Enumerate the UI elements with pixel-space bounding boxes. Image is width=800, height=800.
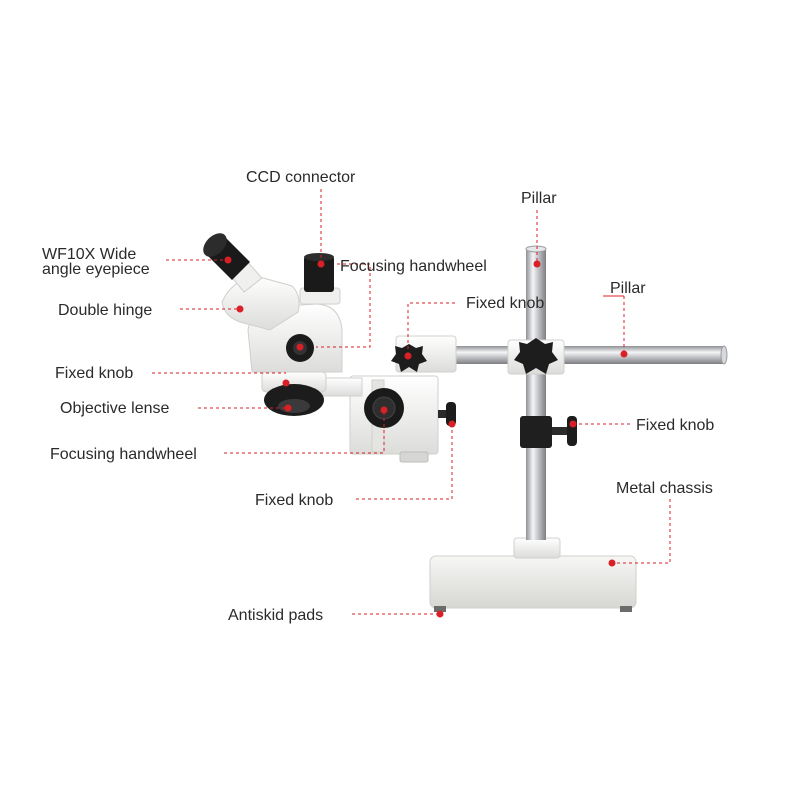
pillar-collar bbox=[520, 416, 552, 448]
leader-focusing-handwheel-top bbox=[316, 263, 371, 348]
pillar-socket bbox=[513, 537, 561, 559]
label-pillar-vertical: Pillar bbox=[521, 190, 557, 207]
label-pillar-horizontal: Pillar bbox=[610, 280, 646, 297]
head-arm bbox=[321, 377, 363, 397]
label-fixed-knob-left: Fixed knob bbox=[55, 365, 133, 382]
side-knob-stem bbox=[438, 410, 450, 418]
markers bbox=[224, 256, 628, 618]
marker-pillar-vertical bbox=[533, 260, 541, 268]
arm-end-cap bbox=[720, 345, 728, 365]
leader-metal-chassis bbox=[612, 499, 671, 564]
collar-knob-grip bbox=[567, 416, 577, 446]
marker-objective-lense bbox=[284, 404, 292, 412]
label-double-hinge: Double hinge bbox=[58, 302, 152, 319]
antiskid-pad-right bbox=[620, 606, 632, 612]
side-knob-grip bbox=[446, 402, 456, 426]
antiskid-pad-left bbox=[434, 606, 446, 612]
label-eyepiece-line2: angle eyepiece bbox=[42, 261, 150, 278]
label-fixed-knob-top: Fixed knob bbox=[466, 295, 544, 312]
label-objective-lense: Objective lense bbox=[60, 400, 169, 417]
marker-eyepiece bbox=[224, 256, 232, 264]
metal-chassis-base bbox=[429, 555, 637, 609]
cross-knob bbox=[514, 338, 558, 374]
label-eyepiece-line1: WF10X Wide bbox=[42, 246, 136, 263]
label-focusing-handwheel-bottom: Focusing handwheel bbox=[50, 446, 197, 463]
ccd-connector-top bbox=[304, 253, 334, 261]
marker-fixed-knob-top bbox=[404, 352, 412, 360]
marker-ccd-connector bbox=[317, 260, 325, 268]
marker-focusing-handwheel-bottom bbox=[380, 406, 388, 414]
label-antiskid-pads: Antiskid pads bbox=[228, 607, 323, 624]
microscope-illustration bbox=[203, 233, 728, 612]
leader-focusing-handwheel-bottom bbox=[224, 410, 385, 454]
eyepiece-top bbox=[203, 233, 227, 257]
label-ccd-connector: CCD connector bbox=[246, 169, 356, 186]
mount-bottom-ring bbox=[399, 451, 429, 463]
marker-fixed-knob-left bbox=[282, 379, 290, 387]
label-fixed-knob-right: Fixed knob bbox=[636, 417, 714, 434]
label-fixed-knob-bottom: Fixed knob bbox=[255, 492, 333, 509]
marker-antiskid-pads bbox=[436, 610, 444, 618]
marker-pillar-horizontal bbox=[620, 350, 628, 358]
labels: CCD connector Pillar WF10X Wide angle ey… bbox=[42, 169, 714, 624]
marker-fixed-knob-bottom bbox=[448, 420, 456, 428]
leader-fixed-knob-bottom bbox=[356, 424, 453, 500]
collar-knob-stem bbox=[552, 427, 568, 435]
label-metal-chassis: Metal chassis bbox=[616, 480, 713, 497]
marker-focusing-handwheel-top bbox=[296, 343, 304, 351]
marker-fixed-knob-right bbox=[569, 420, 577, 428]
objective-lens-glass bbox=[278, 399, 310, 413]
marker-double-hinge bbox=[236, 305, 244, 313]
pillar-top-cap bbox=[525, 245, 547, 253]
leader-lines bbox=[152, 189, 671, 615]
label-focusing-handwheel-top: Focusing handwheel bbox=[340, 258, 487, 275]
marker-metal-chassis bbox=[608, 559, 616, 567]
ccd-connector-tube bbox=[304, 256, 334, 292]
vertical-pillar bbox=[526, 248, 546, 540]
